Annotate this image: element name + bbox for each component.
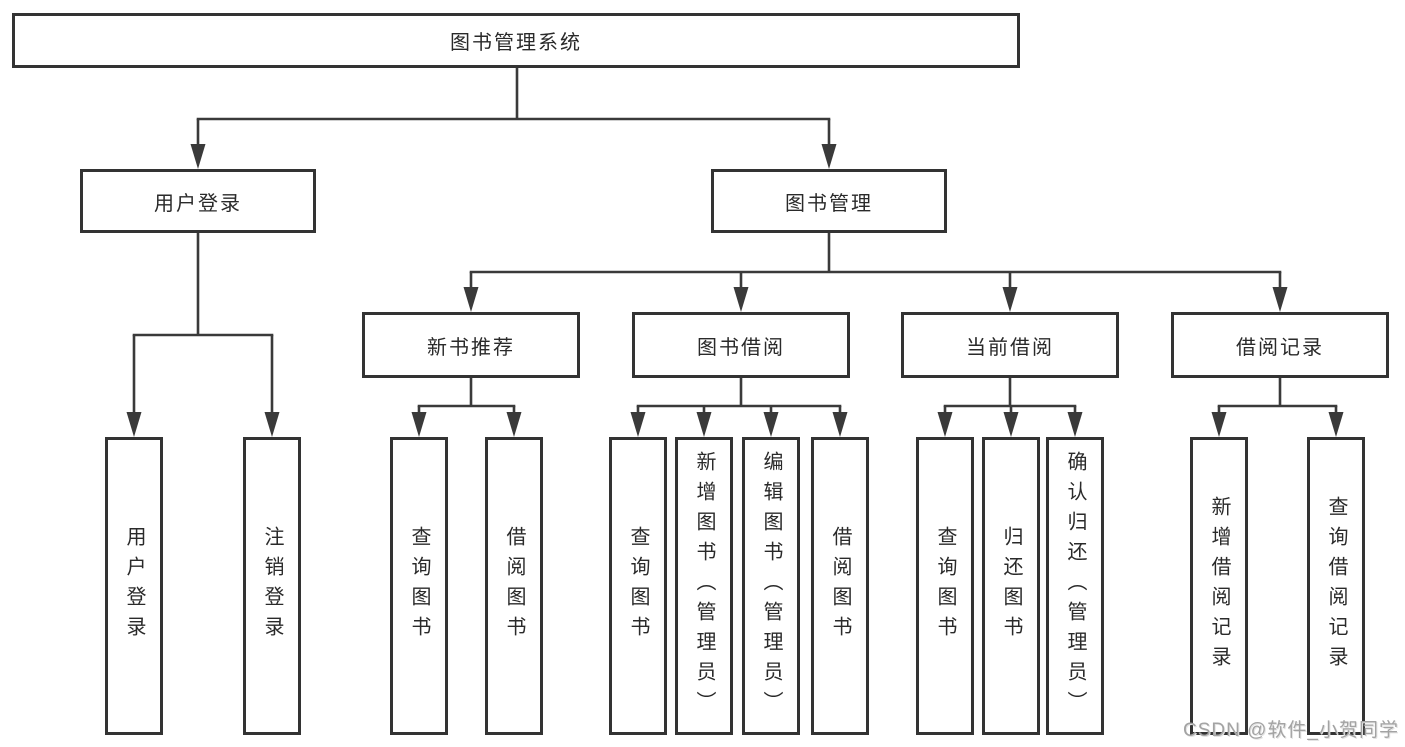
leaf-label: 查询借阅记录 — [1325, 496, 1347, 676]
node-label: 借阅记录 — [1236, 336, 1324, 359]
leaf-node-query-books-3: 查询图书 — [916, 437, 974, 735]
node-borrowing-records: 借阅记录 — [1171, 312, 1389, 378]
leaf-node-edit-books-admin: 编辑图书（管理员） — [742, 437, 800, 735]
leaf-node-query-borrow-record: 查询借阅记录 — [1307, 437, 1365, 735]
leaf-label: 查询图书 — [408, 526, 430, 646]
leaf-label: 借阅图书 — [829, 526, 851, 646]
leaf-node-query-books-1: 查询图书 — [390, 437, 448, 735]
leaf-label: 查询图书 — [627, 526, 649, 646]
node-label: 新书推荐 — [427, 336, 515, 359]
leaf-label: 确认归还（管理员） — [1064, 451, 1086, 721]
node-label: 图书管理 — [785, 192, 873, 215]
leaf-node-user-login: 用户登录 — [105, 437, 163, 735]
leaf-label: 用户登录 — [123, 526, 145, 646]
leaf-label: 新增图书（管理员） — [693, 451, 715, 721]
leaf-label: 编辑图书（管理员） — [760, 451, 782, 721]
node-book-borrowing: 图书借阅 — [632, 312, 850, 378]
leaf-node-query-books-2: 查询图书 — [609, 437, 667, 735]
csdn-watermark: CSDN @软件_小贺同学 — [1183, 720, 1399, 741]
leaf-node-add-books-admin: 新增图书（管理员） — [675, 437, 733, 735]
node-user-login: 用户登录 — [80, 169, 316, 233]
node-current-borrowing: 当前借阅 — [901, 312, 1119, 378]
leaf-label: 借阅图书 — [503, 526, 525, 646]
node-library-management-system: 图书管理系统 — [12, 13, 1020, 68]
leaf-node-add-borrow-record: 新增借阅记录 — [1190, 437, 1248, 735]
leaf-label: 查询图书 — [934, 526, 956, 646]
leaf-label: 归还图书 — [1000, 526, 1022, 646]
leaf-node-confirm-return-admin: 确认归还（管理员） — [1046, 437, 1104, 735]
node-label: 当前借阅 — [966, 336, 1054, 359]
leaf-label: 新增借阅记录 — [1208, 496, 1230, 676]
leaf-node-return-books: 归还图书 — [982, 437, 1040, 735]
node-label: 图书借阅 — [697, 336, 785, 359]
leaf-label: 注销登录 — [261, 526, 283, 646]
node-book-management: 图书管理 — [711, 169, 947, 233]
leaf-node-borrow-books-1: 借阅图书 — [485, 437, 543, 735]
node-label: 用户登录 — [154, 192, 242, 215]
node-label: 图书管理系统 — [450, 32, 582, 54]
node-new-book-recommendation: 新书推荐 — [362, 312, 580, 378]
leaf-node-logout: 注销登录 — [243, 437, 301, 735]
leaf-node-borrow-books-2: 借阅图书 — [811, 437, 869, 735]
